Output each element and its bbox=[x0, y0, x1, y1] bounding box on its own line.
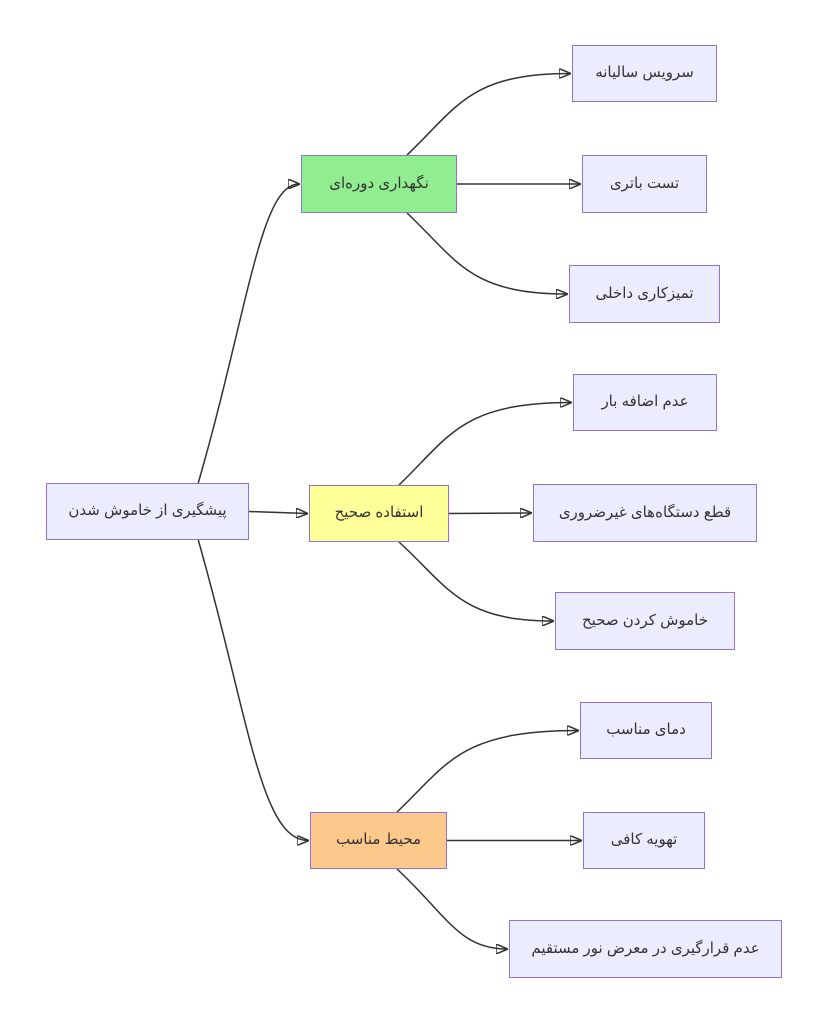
node-label: محیط مناسب bbox=[335, 831, 422, 849]
edge-correct-usage-to-proper-shutdown bbox=[398, 541, 553, 621]
node-label: تست باتری bbox=[609, 174, 680, 192]
node-suitable-temperature: دمای مناسب bbox=[580, 702, 712, 759]
node-label: خاموش کردن صحیح bbox=[582, 611, 709, 629]
node-label: سرویس سالیانه bbox=[595, 64, 694, 82]
edge-correct-usage-to-no-overload bbox=[398, 403, 571, 486]
node-label: دمای مناسب bbox=[606, 721, 686, 739]
node-annual-service: سرویس سالیانه bbox=[572, 45, 717, 102]
edge-root-to-correct-usage bbox=[248, 512, 307, 514]
node-label: نگهداری دوره‌ای bbox=[329, 174, 429, 192]
node-label: تمیزکاری داخلی bbox=[595, 284, 694, 302]
node-proper-shutdown: خاموش کردن صحیح bbox=[555, 592, 735, 650]
node-internal-cleaning: تمیزکاری داخلی bbox=[569, 265, 720, 323]
node-root: پیشگیری از خاموش شدن bbox=[46, 483, 249, 540]
node-correct-usage: استفاده صحیح bbox=[309, 485, 449, 542]
edge-periodic-maintenance-to-internal-cleaning bbox=[406, 212, 567, 294]
node-periodic-maintenance: نگهداری دوره‌ای bbox=[301, 155, 457, 213]
edge-suitable-environment-to-avoid-direct-light bbox=[396, 868, 507, 949]
node-label: عدم اضافه بار bbox=[601, 393, 689, 411]
node-label: پیشگیری از خاموش شدن bbox=[68, 502, 227, 520]
edge-root-to-suitable-environment bbox=[197, 539, 308, 841]
node-disconnect-unnecessary-devices: قطع دستگاه‌های غیرضروری bbox=[533, 484, 757, 542]
node-label: تهویه کافی bbox=[610, 831, 678, 849]
node-label: استفاده صحیح bbox=[334, 504, 424, 522]
node-label: عدم قرارگیری در معرض نور مستقیم bbox=[531, 939, 760, 957]
node-label: قطع دستگاه‌های غیرضروری bbox=[558, 503, 732, 521]
node-adequate-ventilation: تهویه کافی bbox=[583, 812, 705, 869]
node-battery-test: تست باتری bbox=[582, 155, 707, 213]
edge-suitable-environment-to-suitable-temperature bbox=[396, 731, 578, 813]
node-avoid-direct-light: عدم قرارگیری در معرض نور مستقیم bbox=[509, 920, 782, 978]
edge-correct-usage-to-disconnect-unnecessary-devices bbox=[448, 513, 531, 514]
node-no-overload: عدم اضافه بار bbox=[573, 374, 717, 431]
edge-root-to-periodic-maintenance bbox=[197, 184, 299, 484]
edge-periodic-maintenance-to-annual-service bbox=[406, 74, 570, 156]
node-suitable-environment: محیط مناسب bbox=[310, 812, 447, 869]
